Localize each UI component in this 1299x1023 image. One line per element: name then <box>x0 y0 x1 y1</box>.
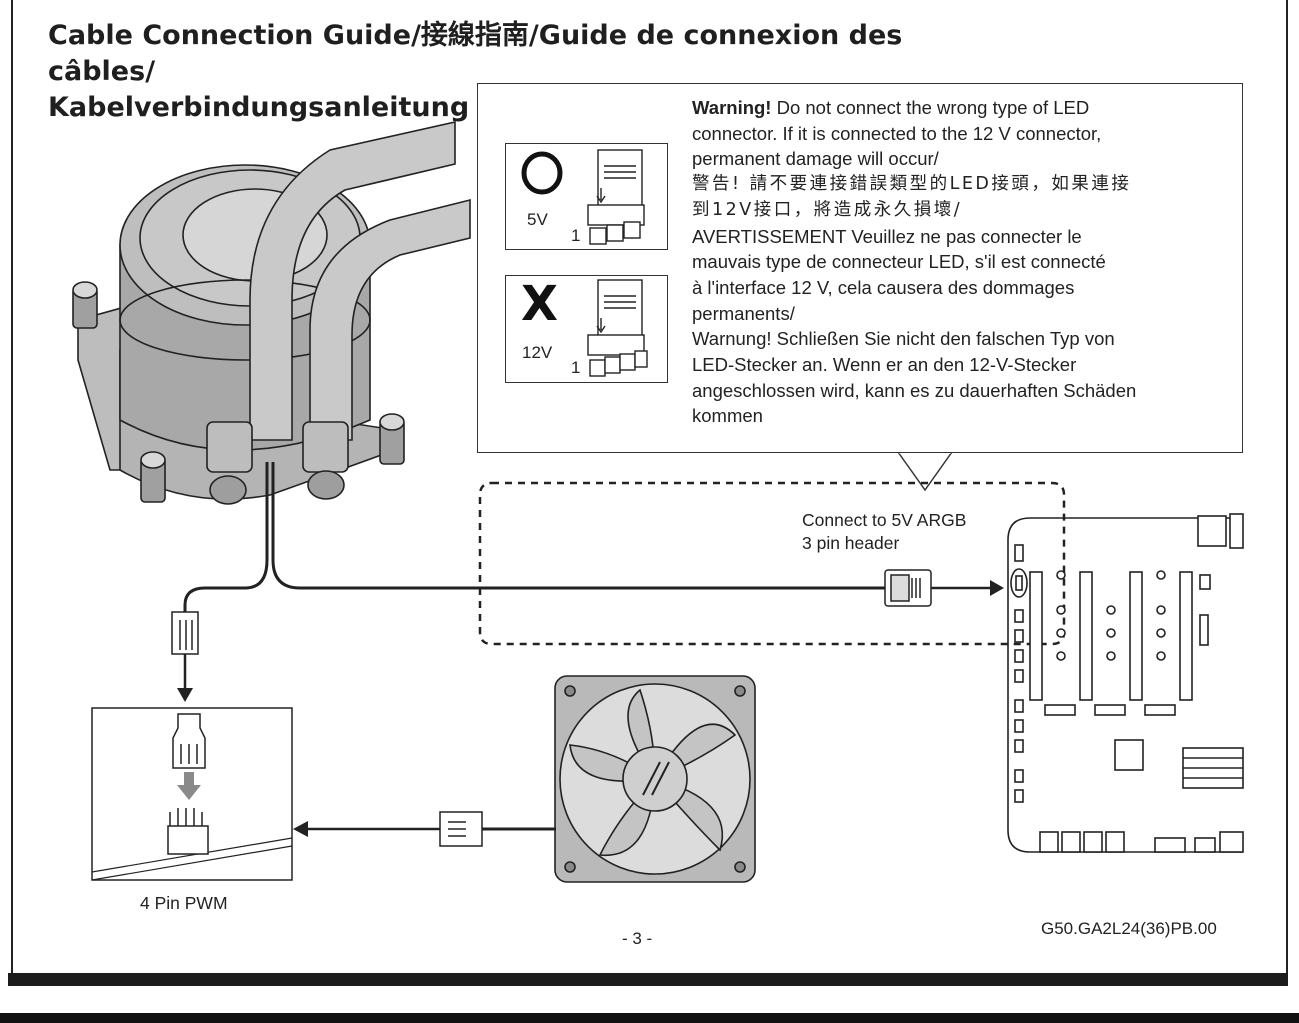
warning-fr-4: permanents/ <box>692 302 795 324</box>
argb-header-highlight <box>478 481 1066 646</box>
warning-label: Warning! <box>692 97 772 118</box>
warning-en-2: connector. If it is connected to the 12 … <box>692 122 1102 144</box>
page-frame-right <box>1286 0 1288 975</box>
cross-wrong-icon: X <box>521 276 559 332</box>
warning-de-1: Warnung! Schließen Sie nicht den falsche… <box>692 328 1115 350</box>
arrow-down-icon <box>177 654 193 702</box>
warning-line-1: Warning! Do not connect the wrong type o… <box>692 95 1237 121</box>
document-code: G50.GA2L24(36)PB.00 <box>1041 919 1217 938</box>
footer-bar <box>8 973 1288 986</box>
page-title-line-2: Kabelverbindungsanleitung <box>48 92 470 123</box>
fan-illustration <box>554 675 756 883</box>
warning-zh-1: 警告! 請不要連接錯誤類型的LED接頭，如果連接 <box>692 174 1132 195</box>
wrong-pin-one-label: 1 <box>571 358 581 377</box>
warning-zh-2: 到12V接口，將造成永久損壞/ <box>692 199 963 220</box>
page-frame-left <box>11 0 13 975</box>
warning-text: Warning! Do not connect the wrong type o… <box>692 95 1237 429</box>
wrong-4pin-header <box>587 279 648 377</box>
arrow-right-icon <box>931 580 1004 596</box>
correct-3pin-header <box>587 149 645 245</box>
motherboard-illustration <box>1007 513 1244 853</box>
warning-de-3: angeschlossen wird, kann es zu dauerhaft… <box>692 379 1137 401</box>
pump-cables <box>183 462 885 614</box>
bottom-edge <box>0 1013 1299 1023</box>
warning-fr-2: mauvais type de connecteur LED, s'il est… <box>692 251 1106 273</box>
correct-voltage-label: 5V <box>527 210 548 229</box>
warning-de-4: kommen <box>692 405 763 427</box>
pump-fan-connector <box>171 611 199 655</box>
circle-ok-icon <box>521 151 563 195</box>
argb-instruction-line-2: 3 pin header <box>802 533 900 553</box>
warning-en-1: Do not connect the wrong type of LED <box>771 97 1090 118</box>
arrow-down-gray-icon <box>177 772 201 800</box>
argb-instruction: Connect to 5V ARGB 3 pin header <box>802 509 1032 555</box>
pwm-label: 4 Pin PWM <box>140 893 228 913</box>
arrow-left-icon <box>293 821 440 837</box>
warning-de-2: LED-Stecker an. Wenn er an den 12-V-Stec… <box>692 354 1077 376</box>
pump-illustration <box>72 121 471 505</box>
warning-en-3: permanent damage will occur/ <box>692 148 939 170</box>
warning-fr-3: à l'interface 12 V, cela causera des dom… <box>692 276 1075 298</box>
page-title-line-1: Cable Connection Guide/接線指南/Guide de con… <box>48 20 903 87</box>
pwm-header <box>167 808 209 855</box>
page-number: - 3 - <box>622 929 653 948</box>
warning-fr-1: AVERTISSEMENT Veuillez ne pas connecter … <box>692 225 1082 247</box>
fan-3pin-connector <box>439 811 483 847</box>
page-title: Cable Connection Guide/接線指南/Guide de con… <box>48 18 1008 126</box>
correct-pin-one-label: 1 <box>571 226 581 245</box>
argb-instruction-line-1: Connect to 5V ARGB <box>802 510 967 530</box>
argb-connector <box>884 569 932 607</box>
wrong-voltage-label: 12V <box>522 343 553 362</box>
